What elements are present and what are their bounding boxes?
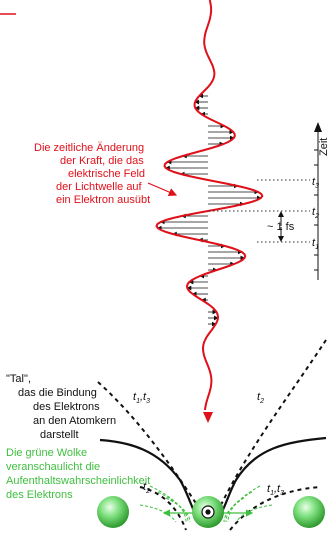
t3-label: t3 bbox=[312, 176, 319, 190]
cloud-line-4: des Elektrons bbox=[6, 489, 73, 501]
light-wave-curve bbox=[155, 0, 264, 411]
dashed-curve-left-lower bbox=[139, 486, 187, 531]
probability-cloud-lines bbox=[139, 485, 273, 523]
valley-line-2: das die Bindung bbox=[18, 387, 97, 399]
curve-label-right-bottom: t1,t3 bbox=[267, 483, 284, 497]
curve-label-left-bottom: t2 bbox=[143, 481, 150, 495]
valley-line-3: des Elektrons bbox=[33, 401, 100, 413]
cloud-line-1: Die grüne Wolke bbox=[6, 447, 87, 459]
nucleus-dot bbox=[205, 509, 211, 515]
dashed-curves bbox=[97, 339, 327, 531]
caption-line-1: Die zeitliche Änderung bbox=[34, 142, 144, 154]
time-dotted-lines bbox=[209, 179, 310, 243]
time-axis-label: Zeit bbox=[318, 138, 329, 156]
cloud-line-2: veranschaulicht die bbox=[6, 461, 100, 473]
dashed-curve-right bbox=[213, 339, 327, 521]
time-axis-ticks bbox=[314, 149, 318, 271]
valley-line-1: "Tal", bbox=[6, 373, 31, 385]
caption-line-5: ein Elektron ausübt bbox=[56, 194, 150, 206]
time-axis-arrow bbox=[314, 122, 322, 132]
interval-label: ~ 1 fs bbox=[267, 221, 295, 233]
dashed-curve-right-lower bbox=[229, 486, 321, 531]
cloud-line-3: Aufenthaltswahrscheinlichkeit bbox=[6, 475, 150, 487]
t1-label: t1 bbox=[312, 237, 319, 251]
valley-line-4: an den Atomkern bbox=[33, 415, 116, 427]
electron-ball-right bbox=[293, 496, 325, 528]
caption-line-3: elektrische Feld bbox=[68, 168, 145, 180]
caption-pointer bbox=[147, 182, 178, 197]
wave-arrow-head bbox=[203, 412, 213, 423]
electron-ball-left bbox=[97, 496, 129, 528]
cloud-caption: Die grüne Wolke veranschaulicht die Aufe… bbox=[6, 447, 150, 501]
caption-line-2: der Kraft, die das bbox=[60, 155, 144, 167]
curve-label-left-top: t1,t3 bbox=[133, 391, 150, 405]
valley-caption: "Tal", das die Bindung des Elektrons an … bbox=[6, 373, 116, 441]
curve-label-right-top: t2 bbox=[257, 391, 264, 405]
wave-caption: Die zeitliche Änderung der Kraft, die da… bbox=[34, 142, 150, 206]
t2-label: t2 bbox=[312, 206, 319, 220]
valley-line-5: darstellt bbox=[40, 429, 79, 441]
caption-line-4: der Lichtwelle auf bbox=[56, 181, 143, 193]
